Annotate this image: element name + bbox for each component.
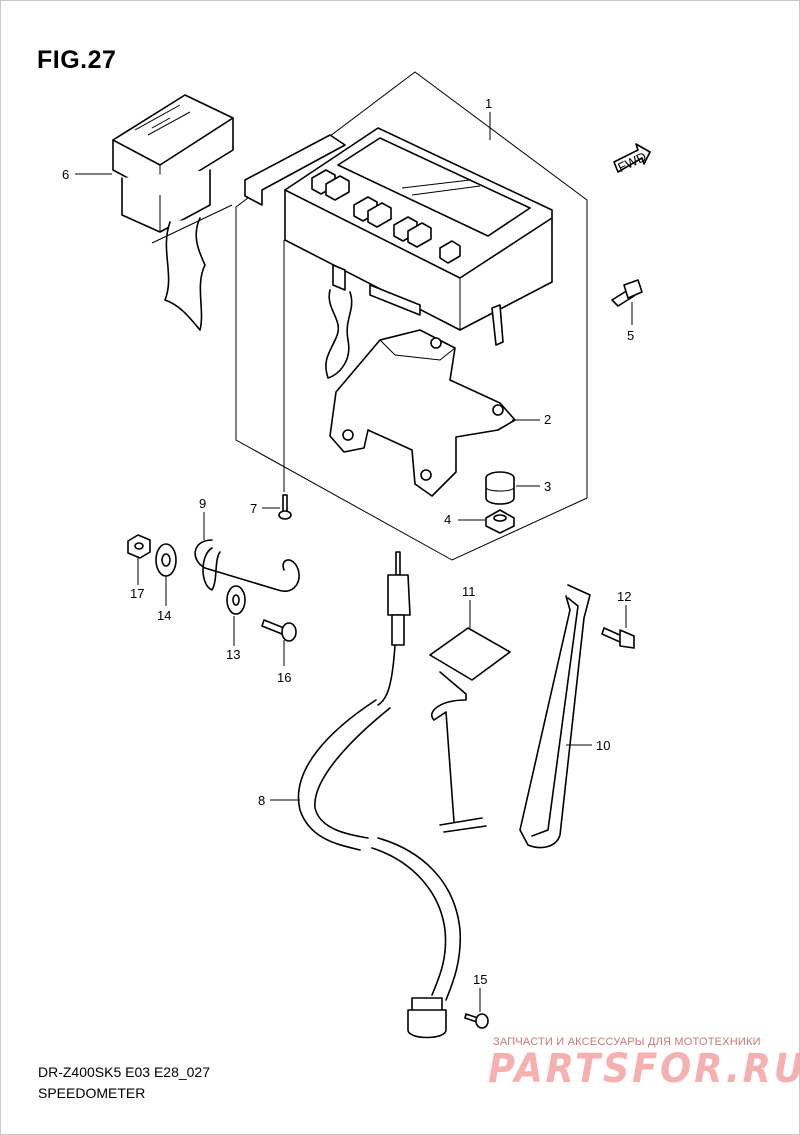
callout-2: 2 <box>544 412 551 427</box>
fwd-arrow-icon: FWD <box>613 143 651 175</box>
part-group-name: SPEEDOMETER <box>38 1085 146 1101</box>
part-8-cable <box>297 551 462 1039</box>
callout-6: 6 <box>62 167 69 182</box>
callout-9: 9 <box>199 496 206 511</box>
part-2-bracket <box>329 329 516 497</box>
part-6-connector <box>112 94 234 331</box>
callout-labels: 1 2 3 4 5 6 7 8 9 10 11 12 13 14 15 16 1… <box>62 96 634 987</box>
figure-title: FIG.27 <box>37 46 117 74</box>
part-10-band <box>519 584 591 849</box>
part-16-bolt <box>261 619 297 642</box>
callout-13: 13 <box>226 647 240 662</box>
part-14-washer <box>155 543 177 577</box>
fwd-label: FWD <box>615 149 648 175</box>
model-code: DR-Z400SK5 E03 E28_027 <box>38 1064 210 1080</box>
part-13-washer <box>226 585 246 615</box>
callout-12: 12 <box>617 589 631 604</box>
callout-1: 1 <box>485 96 492 111</box>
leader-lines <box>75 112 633 1012</box>
callout-4: 4 <box>444 512 451 527</box>
callout-16: 16 <box>277 670 291 685</box>
part-7-screw <box>278 494 292 520</box>
part-9-wire-clamp <box>194 539 300 592</box>
part-15-screw <box>464 1013 489 1029</box>
watermark-tagline: ЗАПЧАСТИ И АКСЕССУАРЫ ДЛЯ МОТОТЕХНИКИ <box>493 1036 761 1048</box>
part-5-bolt <box>611 279 643 307</box>
callout-11: 11 <box>462 584 476 599</box>
callout-3: 3 <box>544 479 551 494</box>
part-12-bolt <box>601 627 635 649</box>
watermark-logo: PARTSFOR.RU <box>488 1046 800 1092</box>
part-4-collar <box>485 509 515 534</box>
callout-17: 17 <box>130 586 144 601</box>
part-11-wire-bracket <box>429 627 511 833</box>
part-17-nut <box>127 534 151 559</box>
part-3-grommet <box>485 471 515 505</box>
callout-8: 8 <box>258 793 265 808</box>
callout-5: 5 <box>627 328 634 343</box>
callout-10: 10 <box>596 738 610 753</box>
part-1-meter-body <box>244 127 553 379</box>
assembly-group-box <box>235 71 588 561</box>
callout-15: 15 <box>473 972 487 987</box>
callout-7: 7 <box>250 501 257 516</box>
callout-14: 14 <box>157 608 171 623</box>
